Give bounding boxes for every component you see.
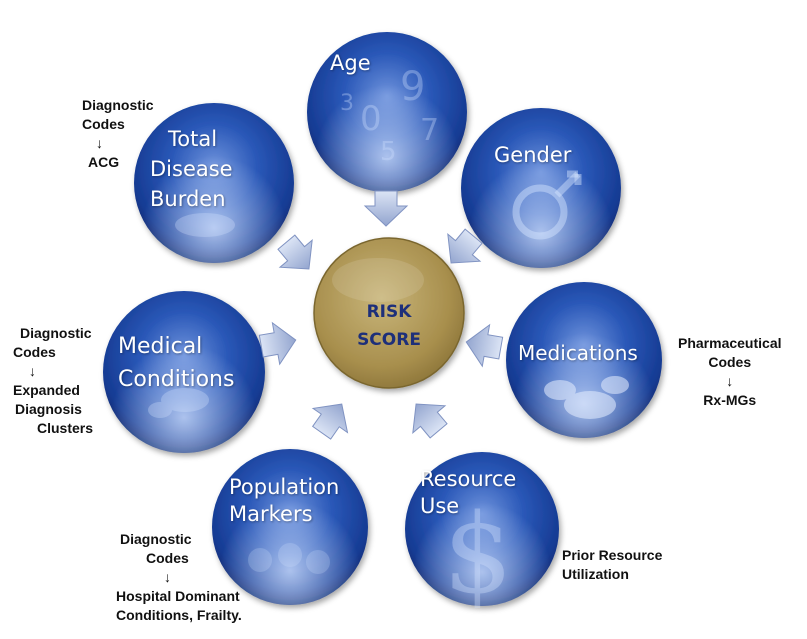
pills-icon (544, 376, 629, 419)
organs-texture-icon (148, 388, 209, 418)
age-label-text: Age (330, 51, 371, 75)
resource-use-line2: Use (420, 494, 460, 518)
note-mc-line4: Diagnosis (15, 401, 82, 417)
down-arrow-icon: ↓ (164, 569, 171, 585)
dollar-sign-icon: $ (443, 490, 513, 618)
population-markers-label: Population Markers (229, 474, 339, 528)
down-arrow-icon: ↓ (96, 135, 103, 151)
total-disease-burden-node (134, 103, 294, 263)
people-texture-icon (248, 543, 330, 574)
note-tdb-line1: Diagnostic (82, 97, 154, 113)
medical-conditions-node (103, 291, 265, 453)
note-med-line3: Rx-MGs (703, 392, 757, 408)
note-mc-line5: Clusters (37, 420, 94, 436)
population-markers-line2: Markers (229, 502, 313, 526)
medical-conditions-line2: Conditions (118, 367, 235, 392)
svg-text:7: 7 (420, 113, 439, 148)
note-ru-line1: Prior Resource (562, 547, 663, 563)
total-disease-burden-line1: Total (168, 127, 218, 151)
risk-score-label: RISK SCORE (331, 298, 447, 354)
arrow-resource-use (399, 389, 456, 445)
note-mc-line3: Expanded (13, 382, 80, 398)
arrow-age (364, 190, 408, 227)
note-total-disease-burden: Diagnostic Codes ↓ ACG (82, 96, 154, 172)
svg-text:0: 0 (360, 99, 382, 139)
gender-symbol-icon (512, 170, 582, 240)
medical-texture-icon (175, 213, 235, 237)
arrow-medications (462, 320, 505, 370)
medical-conditions-line1: Medical (118, 334, 203, 359)
medical-conditions-label: Medical Conditions (118, 330, 234, 396)
risk-score-node (313, 237, 465, 389)
note-pm-line1: Diagnostic (120, 531, 192, 547)
gender-node (461, 108, 621, 268)
gender-label-text: Gender (494, 143, 572, 167)
note-med-line1: Pharmaceutical (678, 335, 782, 351)
svg-text:5: 5 (380, 137, 397, 167)
medications-node (506, 282, 662, 438)
medications-label: Medications (518, 340, 638, 367)
age-node: 9 0 7 5 3 (307, 32, 467, 192)
note-resource-use: Prior Resource Utilization (562, 546, 662, 584)
risk-score-line1: RISK (366, 302, 412, 322)
age-label: Age (330, 50, 371, 77)
population-markers-line1: Population (229, 475, 340, 499)
total-disease-burden-line2: Disease (150, 157, 233, 181)
medications-label-text: Medications (518, 341, 638, 365)
note-medications: Pharmaceutical Codes ↓ Rx-MGs (678, 334, 782, 410)
numbers-texture-icon: 9 0 7 5 3 (340, 64, 439, 167)
note-population-markers: Diagnostic Codes ↓ Hospital Dominant Con… (116, 530, 242, 625)
risk-score-line2: SCORE (357, 330, 421, 350)
note-pm-line2: Codes (146, 550, 189, 566)
resource-use-line1: Resource (420, 467, 517, 491)
total-disease-burden-label: Total Disease Burden (150, 124, 233, 214)
note-ru-line2: Utilization (562, 566, 629, 582)
population-markers-node (212, 449, 368, 605)
arrow-population-markers (303, 391, 360, 446)
svg-text:3: 3 (340, 91, 354, 116)
down-arrow-icon: ↓ (726, 373, 734, 389)
arrow-total-disease-burden (269, 228, 326, 284)
resource-use-label: Resource Use (420, 466, 516, 520)
note-med-line2: Codes (708, 354, 752, 370)
svg-text:9: 9 (400, 64, 425, 110)
note-pm-line3: Hospital Dominant (116, 588, 240, 604)
gender-label: Gender (494, 142, 571, 169)
total-disease-burden-line3: Burden (150, 187, 226, 211)
note-pm-line4: Conditions, Frailty. (116, 607, 242, 623)
note-mc-line1: Diagnostic (20, 325, 92, 341)
note-mc-line2: Codes (13, 344, 56, 360)
down-arrow-icon: ↓ (29, 363, 36, 379)
note-tdb-line3: ACG (88, 154, 120, 170)
note-medical-conditions: Diagnostic Codes ↓ Expanded Diagnosis Cl… (13, 324, 93, 438)
resource-use-node: $ (405, 452, 559, 618)
note-tdb-line2: Codes (82, 116, 125, 132)
